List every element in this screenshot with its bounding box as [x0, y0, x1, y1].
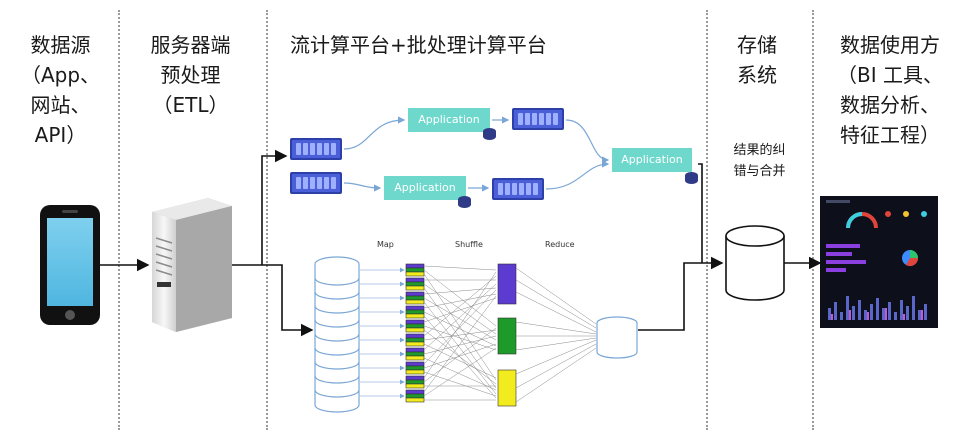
batch-output-cylinder: [596, 316, 638, 359]
divider-4: [812, 10, 814, 430]
batch-input-cylinders: [314, 256, 360, 413]
title-data-consumer: 数据使用方 （BI 工具、 数据分析、 特征工程）: [837, 33, 943, 147]
stream-queue-2: [290, 172, 342, 194]
bi-dashboard-thumbnail: [820, 196, 938, 328]
application-db-icon-2: [458, 196, 471, 208]
stream-queue-3: [512, 108, 564, 130]
divider-1: [118, 10, 120, 430]
title-data-source: 数据源 （App、 网站、 API）: [20, 33, 101, 147]
application-db-icon-3: [685, 172, 698, 184]
application-box-3: Application: [612, 148, 692, 172]
application-box-2: Application: [384, 176, 466, 200]
storage-note: 结果的纠 错与合并: [733, 143, 786, 179]
application-db-icon-1: [483, 128, 496, 140]
smartphone-icon: [40, 205, 100, 325]
reduce-label: Reduce: [545, 240, 575, 249]
divider-2: [266, 10, 268, 430]
shuffle-label: Shuffle: [455, 240, 483, 249]
application-box-1: Application: [408, 108, 490, 132]
title-storage: 存储 系统: [737, 33, 777, 87]
storage-database-icon: [725, 225, 785, 301]
title-compute-platform: 流计算平台+批处理计算平台: [290, 33, 547, 57]
map-tasks: [405, 263, 425, 403]
shuffle-lines: [423, 265, 497, 401]
title-etl: 服务器端 预处理 （ETL）: [150, 33, 231, 117]
divider-3: [706, 10, 708, 430]
reduce-tasks: [497, 263, 517, 407]
stream-queue-4: [492, 178, 544, 200]
stream-queue-1: [290, 138, 342, 160]
server-icon: [152, 198, 232, 332]
map-label: Map: [377, 240, 394, 249]
